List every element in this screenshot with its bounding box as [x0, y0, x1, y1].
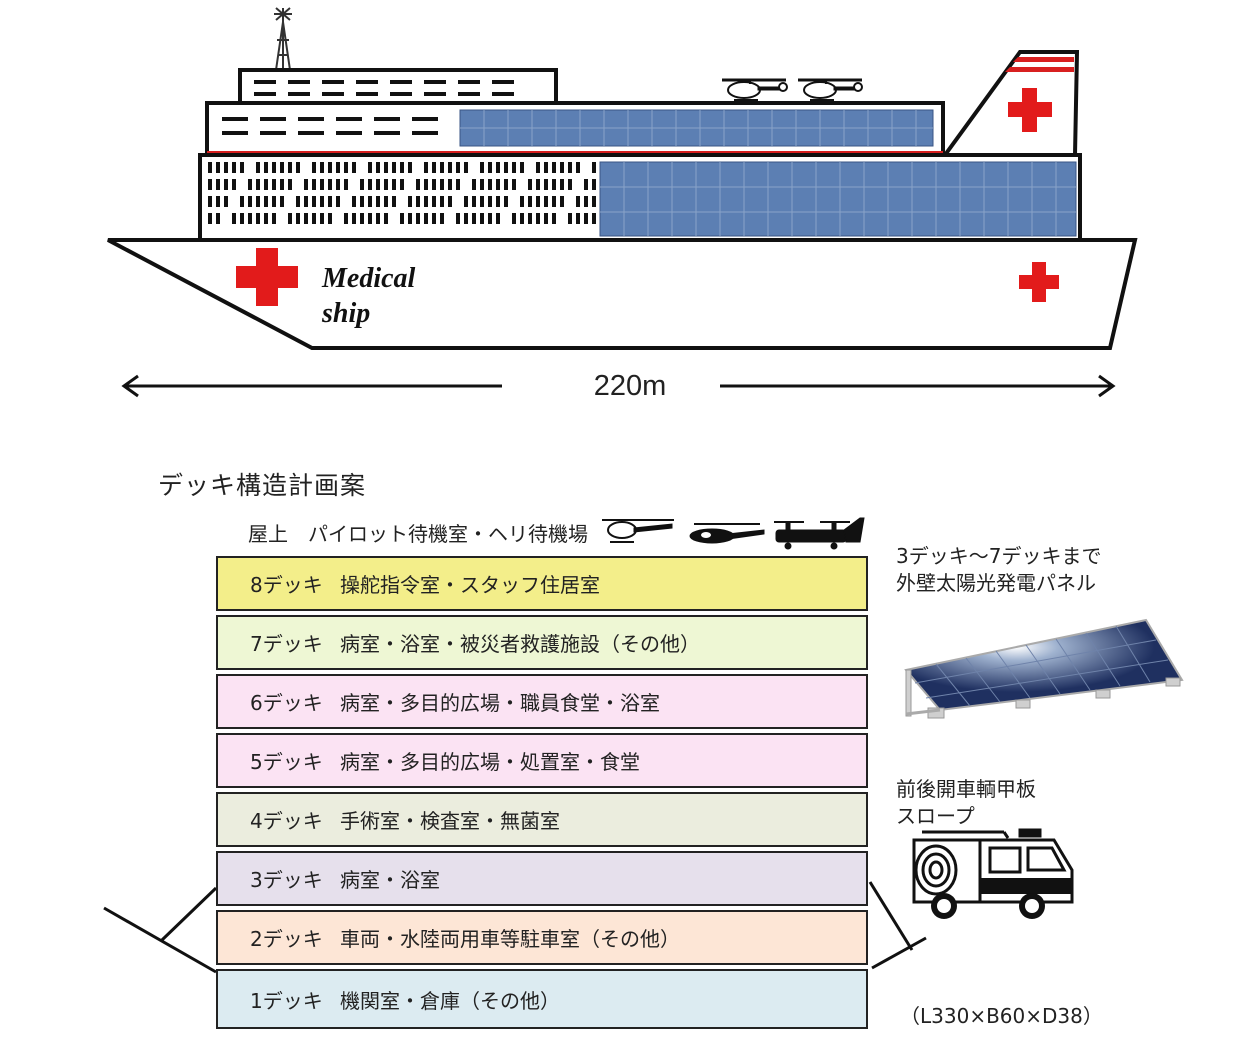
solar-panel-icon — [904, 618, 1184, 719]
deck-number: 4デッキ — [250, 809, 323, 833]
deck-8: 8デッキ 操舵指令室・スタッフ住居室 — [216, 556, 868, 611]
ship-illustration: Medical ship — [107, 7, 1138, 398]
deck-number: 8デッキ — [250, 573, 323, 597]
deck-rooms: 操舵指令室・スタッフ住居室 — [340, 573, 600, 597]
deck-6: 6デッキ 病室・多目的広場・職員食堂・浴室 — [216, 674, 868, 729]
deck-rooms: 手術室・検査室・無菌室 — [340, 809, 560, 833]
deck-5: 5デッキ 病室・多目的広場・処置室・食堂 — [216, 733, 868, 788]
solar-note: 3デッキ～7デッキまで 外壁太陽光発電パネル — [896, 543, 1101, 597]
ramp-note-line: スロープ — [896, 804, 975, 828]
hull-outline — [103, 881, 927, 974]
deck-number: 6デッキ — [250, 691, 323, 715]
ramp-note-line: 前後開車輌甲板 — [896, 777, 1036, 801]
cross-icon — [236, 248, 1059, 306]
aircraft-row — [602, 517, 865, 550]
deck-number: 2デッキ — [250, 927, 323, 951]
antenna-icon — [274, 7, 292, 71]
deck-rooms: 病室・多目的広場・職員食堂・浴室 — [340, 691, 660, 715]
deck-rooms: 病室・浴室 — [340, 868, 440, 892]
deck-7: 7デッキ 病室・浴室・被災者救護施設（その他） — [216, 615, 868, 670]
osprey-icon — [774, 517, 865, 550]
helicopter-icon — [722, 78, 788, 101]
deck-2: 2デッキ 車両・水陸両用車等駐車室（その他） — [216, 910, 868, 965]
helicopter-icon — [689, 523, 765, 544]
deck-rooms: 機関室・倉庫（その他） — [340, 988, 560, 1013]
ship-label: ship — [321, 298, 370, 329]
solar-note-line: 外壁太陽光発電パネル — [896, 571, 1096, 595]
deck-rooms: 病室・多目的広場・処置室・食堂 — [340, 750, 640, 774]
lower-solar-panels — [599, 161, 1077, 237]
bridge-deck — [238, 68, 558, 106]
deck-number: 1デッキ — [250, 988, 323, 1013]
deck-1: 1デッキ 機関室・倉庫（その他） — [216, 969, 868, 1029]
deck-rooms: 車両・水陸両用車等駐車室（その他） — [340, 927, 680, 951]
length-arrow — [121, 374, 1116, 398]
hull — [107, 238, 1138, 350]
deck-number: 3デッキ — [250, 868, 323, 892]
deck-number: 7デッキ — [250, 632, 323, 656]
ship-label: Medical — [321, 263, 416, 294]
section-title: デッキ構造計画案 — [158, 471, 367, 500]
solar-note-line: 3デッキ～7デッキまで — [896, 544, 1102, 568]
helicopter-icon — [602, 519, 674, 543]
ramp-note: 前後開車輌甲板 スロープ — [896, 776, 1036, 830]
deck-4: 4デッキ 手術室・検査室・無菌室 — [216, 792, 868, 847]
fire-truck-icon — [912, 828, 1074, 919]
rooftop-label: 屋上 パイロット待機室・ヘリ待機場 — [248, 522, 588, 546]
deck-number: 5デッキ — [250, 750, 323, 774]
dimensions: （L330×B60×D38） — [900, 1004, 1103, 1028]
ship-length: 220m — [593, 370, 667, 402]
helicopter-icon — [798, 78, 863, 101]
cross-icon — [1008, 88, 1052, 132]
deck-3: 3デッキ 病室・浴室 — [216, 851, 868, 906]
deck-rooms: 病室・浴室・被災者救護施設（その他） — [340, 632, 700, 656]
